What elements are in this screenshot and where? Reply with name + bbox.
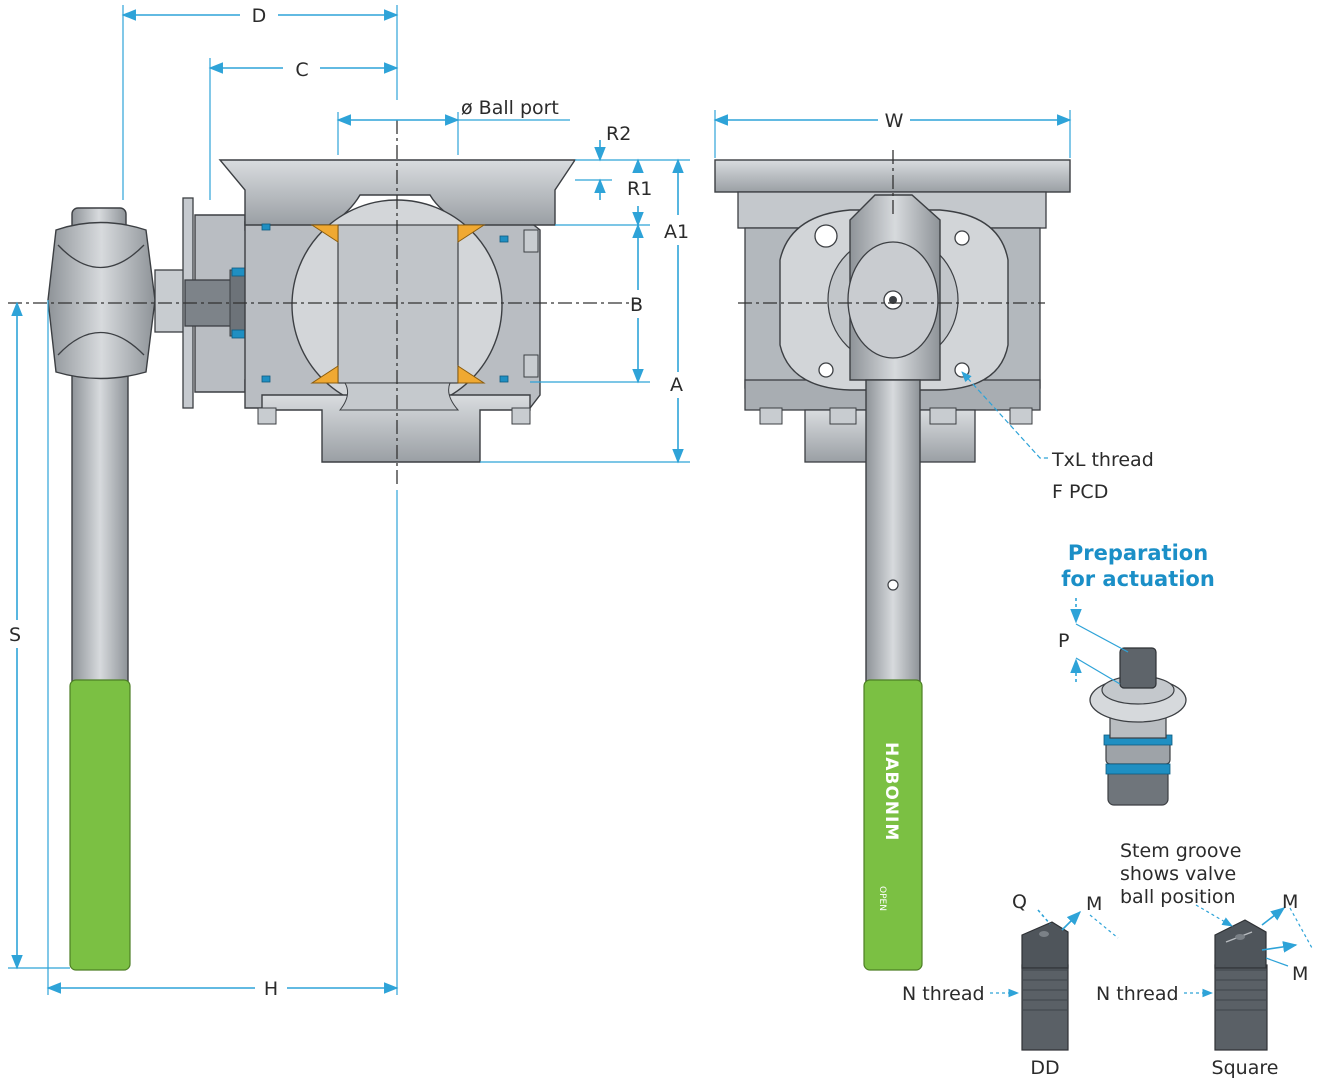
dd-label-q: Q	[1012, 891, 1027, 913]
dim-label-r2: R2	[606, 123, 631, 145]
handle-grip	[69, 679, 131, 971]
brand-sub-text: OPEN	[877, 886, 887, 911]
actuation-title-line1: Preparation	[1068, 541, 1208, 565]
square-stem-thread	[1214, 964, 1268, 1051]
brand-logo-text: HABONIM	[881, 742, 901, 841]
ball-port	[337, 224, 459, 384]
dim-label-c: C	[295, 59, 308, 81]
dim-label-a: A	[670, 374, 683, 396]
dd-label-n-thread: N thread	[902, 983, 985, 1005]
dd-label-m: M	[1086, 893, 1102, 915]
front-handle-grip	[863, 679, 923, 971]
front-view: HABONIM OPEN W TxL thread F PCD	[713, 110, 1154, 971]
stem-note-line3: ball position	[1120, 886, 1236, 908]
dim-label-ball-port: ø Ball port	[461, 97, 559, 119]
label-txl-thread: TxL thread	[1051, 449, 1154, 471]
dim-label-a1: A1	[664, 221, 689, 243]
dd-stem-head	[1021, 921, 1069, 969]
dim-label-d: D	[252, 5, 267, 27]
dim-label-w: W	[885, 110, 904, 132]
label-f-pcd: F PCD	[1052, 481, 1108, 503]
dim-label-h: H	[264, 978, 278, 1000]
dim-label-s: S	[9, 624, 21, 646]
dim-label-p: P	[1058, 630, 1069, 652]
handle-head	[47, 221, 156, 380]
actuation-title-line2: for actuation	[1061, 567, 1215, 591]
stem-note-line2: shows valve	[1120, 863, 1236, 885]
dd-caption: DD	[1030, 1057, 1059, 1079]
side-section-view: D C ø Ball port R2 R1 A1 B A S H	[8, 5, 690, 1000]
dd-stem-thread	[1021, 964, 1069, 1051]
square-caption: Square	[1212, 1057, 1279, 1079]
dim-label-r1: R1	[627, 178, 652, 200]
stem-note-line1: Stem groove	[1120, 840, 1241, 862]
square-label-n-thread: N thread	[1096, 983, 1179, 1005]
square-label-m1: M	[1282, 891, 1298, 913]
front-handle-tube	[865, 379, 921, 686]
square-stem-top	[1119, 647, 1157, 689]
dim-label-b: B	[630, 294, 643, 316]
square-label-m2: M	[1292, 963, 1308, 985]
square-stem-head	[1214, 919, 1267, 969]
actuation-detail: Preparation for actuation P	[1058, 541, 1215, 806]
stem-details: Stem groove shows valve ball position Q …	[902, 840, 1313, 1079]
